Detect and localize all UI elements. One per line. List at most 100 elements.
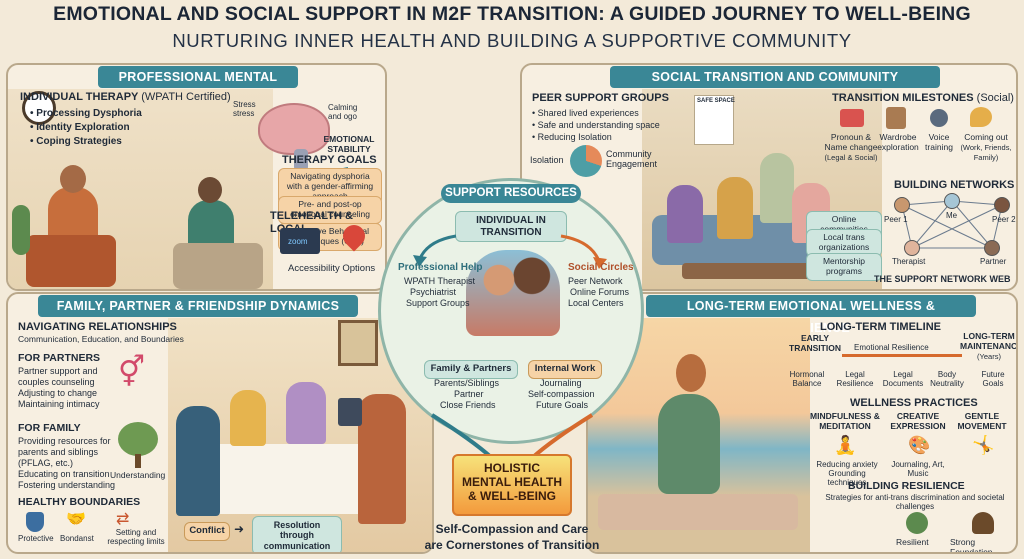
movement-icon: 🤸 bbox=[972, 435, 995, 455]
social-circles-item: Local Centers bbox=[568, 298, 624, 308]
timeline-arrow bbox=[842, 354, 962, 357]
footer-caption: Self-Compassion and Care bbox=[435, 522, 589, 536]
safe-space-label: SAFE SPACE bbox=[697, 98, 735, 104]
individual-node: INDIVIDUAL IN TRANSITION bbox=[455, 211, 567, 242]
stress-label: stress bbox=[233, 109, 255, 118]
family-title: FOR FAMILY bbox=[18, 422, 81, 434]
meditating-figure bbox=[658, 394, 720, 494]
laptop-icon bbox=[280, 228, 320, 254]
family-partners-item: Close Friends bbox=[440, 400, 496, 410]
therapy-goals-title: THERAPY GOALS bbox=[282, 154, 377, 166]
portrait-frame bbox=[338, 320, 378, 366]
family-partners-item: Parents/Siblings bbox=[434, 378, 500, 388]
milestone-label: Wardrobe exploration bbox=[877, 132, 919, 152]
person-figure bbox=[717, 177, 753, 239]
network-caption: THE SUPPORT NETWORK WEB bbox=[874, 274, 1011, 284]
isolation-label: Isolation bbox=[530, 155, 564, 165]
network-node-avatar bbox=[944, 193, 960, 209]
early-transition-label: EARLY TRANSITION bbox=[789, 333, 841, 353]
internal-work-item: Self-compassion bbox=[528, 389, 595, 399]
family-figure bbox=[176, 406, 220, 516]
calming-label: and ogo bbox=[328, 112, 357, 121]
internal-work-item: Future Goals bbox=[536, 400, 589, 410]
resilient-tree-icon bbox=[906, 512, 928, 534]
voice-icon bbox=[930, 109, 948, 127]
resolution-box: Resolution through communication bbox=[252, 516, 342, 552]
page-subtitle: NURTURING INNER HEALTH AND BUILDING A SU… bbox=[172, 30, 852, 51]
network-node-label: Partner bbox=[980, 257, 1007, 266]
resilience-text: Strategies for anti-trans discrimination… bbox=[825, 493, 1005, 512]
partners-text: Partner support and bbox=[18, 366, 98, 376]
boundaries-title: HEALTHY BOUNDARIES bbox=[18, 496, 141, 508]
family-text: parents and siblings bbox=[18, 447, 99, 457]
beach-blanket bbox=[598, 494, 798, 530]
practice-text: Journaling, Art, Music bbox=[891, 460, 945, 479]
milestone-label: Pronoun & Name change(Legal & Social) bbox=[824, 132, 878, 162]
calming-label: Calming bbox=[328, 103, 358, 112]
exchange-arrows-icon: ⇄ bbox=[116, 511, 130, 528]
social-circles-title: Social Circles bbox=[568, 262, 634, 273]
social-transition-panel: SOCIAL TRANSITION AND COMMUNITY CONNECTI… bbox=[520, 63, 1018, 291]
coffee-table bbox=[682, 263, 842, 279]
online-community-item: Mentorship programs bbox=[806, 253, 882, 281]
networks-title: BUILDING NETWORKS bbox=[894, 179, 1015, 191]
foundation-tree-icon bbox=[972, 512, 994, 534]
wellness-panel: LONG-TERM EMOTIONAL WELLNESS & RESILIENC… bbox=[586, 292, 1018, 554]
milestones-title: TRANSITION MILESTONES (Social) bbox=[832, 92, 1014, 104]
family-text: Educating on transition bbox=[18, 469, 110, 479]
family-figure bbox=[358, 394, 406, 524]
family-text: (PFLAG, etc.) bbox=[18, 458, 74, 468]
network-node-label: Peer 1 bbox=[884, 215, 908, 224]
holistic-line: HOLISTIC bbox=[484, 461, 540, 475]
zoom-label: zoom bbox=[288, 237, 308, 246]
person-figure bbox=[667, 185, 703, 243]
isolation-pie-icon bbox=[570, 145, 602, 177]
practice-title: GENTLE MOVEMENT bbox=[957, 411, 1007, 431]
network-node-label: Me bbox=[946, 211, 958, 220]
family-figure bbox=[230, 390, 266, 446]
social-circles-item: Online Forums bbox=[570, 287, 630, 297]
maintenance-label: LONG-TERM MAINTENANCE(Years) bbox=[960, 331, 1018, 361]
boundary-label: Bondanst bbox=[60, 534, 94, 543]
timeline-stage: Body Neutrality bbox=[930, 370, 964, 389]
network-node-label: Therapist bbox=[892, 257, 926, 266]
meditating-head bbox=[676, 354, 706, 392]
footer-caption: are Cornerstones of Transition bbox=[424, 538, 600, 552]
practice-title: CREATIVE EXPRESSION bbox=[890, 411, 946, 431]
meditation-icon: 🧘 bbox=[834, 435, 857, 455]
conflict-box: Conflict bbox=[184, 522, 230, 541]
social-circles-item: Peer Network bbox=[568, 276, 623, 286]
wall-clock-icon bbox=[22, 91, 56, 125]
family-text: Providing resources for bbox=[18, 436, 111, 446]
handshake-icon: 🤝 bbox=[66, 511, 86, 528]
client-head bbox=[60, 165, 86, 193]
therapist-head bbox=[198, 177, 222, 203]
boundary-label: Setting and respecting limits bbox=[107, 528, 165, 547]
network-node-avatar bbox=[894, 197, 910, 213]
page-title: EMOTIONAL AND SOCIAL SUPPORT IN M2F TRAN… bbox=[53, 3, 971, 25]
understanding-label: Understanding bbox=[110, 470, 166, 480]
practice-text: Reducing anxiety Grounding techniques bbox=[816, 460, 878, 488]
partners-text: Maintaining intimacy bbox=[18, 399, 100, 409]
professional-help-item: Support Groups bbox=[406, 298, 470, 308]
couple-portrait bbox=[466, 250, 560, 336]
network-node-avatar bbox=[984, 240, 1000, 256]
network-node-avatar bbox=[904, 240, 920, 256]
panel-heading: PROFESSIONAL MENTAL HEALTH SUPPORT bbox=[98, 66, 298, 106]
peer-support-title: PEER SUPPORT GROUPS bbox=[532, 92, 669, 104]
safe-space-poster bbox=[694, 95, 734, 145]
person-figure bbox=[760, 153, 794, 223]
plant-icon bbox=[12, 205, 30, 255]
tree-icon bbox=[118, 422, 158, 456]
boundary-label: Protective bbox=[18, 534, 54, 543]
professional-help-item: Psychiatrist bbox=[410, 287, 457, 297]
armchair-left bbox=[26, 235, 116, 287]
partners-title: FOR PARTNERS bbox=[18, 352, 101, 364]
milestone-label: Voice training bbox=[925, 132, 953, 152]
practices-title: WELLNESS PRACTICES bbox=[850, 397, 978, 409]
internal-work-item: Journaling bbox=[540, 378, 582, 388]
resilient-label: Resilient bbox=[896, 537, 929, 547]
internal-work-title: Internal Work bbox=[528, 360, 602, 379]
wardrobe-icon bbox=[886, 107, 906, 129]
timeline-stage: Future Goals bbox=[981, 370, 1005, 389]
